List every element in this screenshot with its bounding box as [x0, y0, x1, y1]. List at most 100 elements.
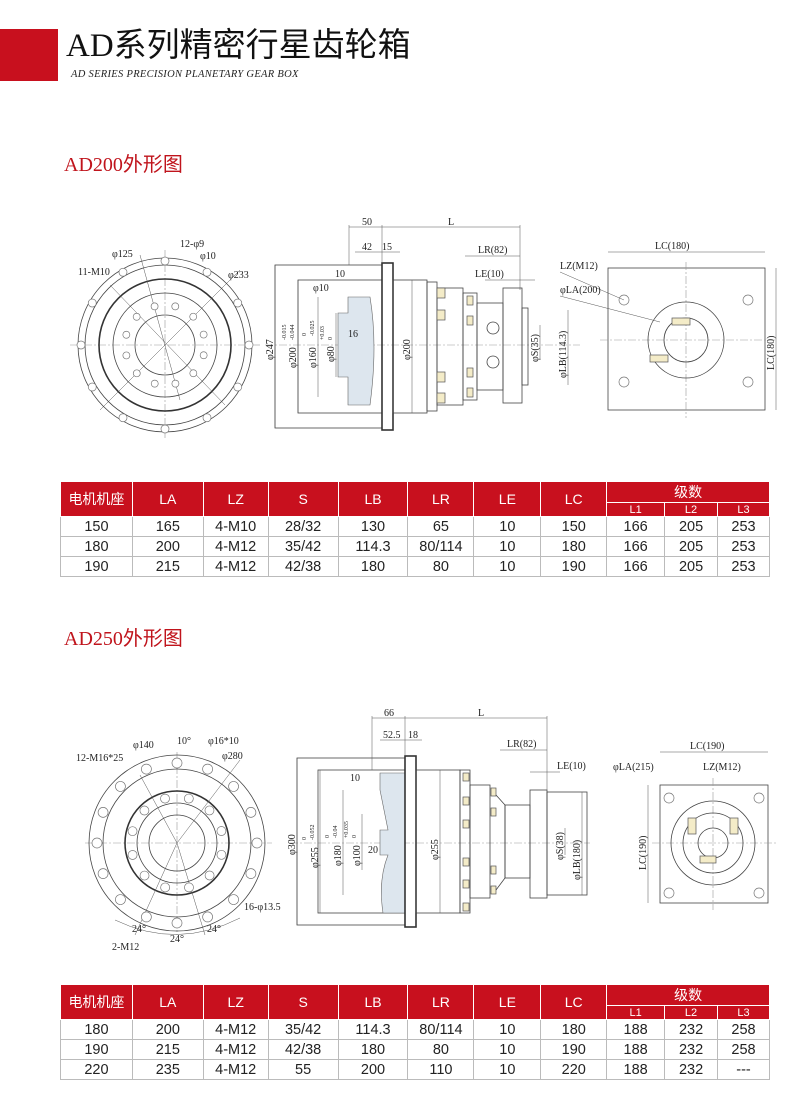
dim-label: 50: [362, 217, 372, 228]
bolt-hole: [189, 369, 198, 378]
table-cell: 232: [664, 1059, 718, 1080]
column-header: LC: [540, 482, 608, 517]
table-cell: 150: [540, 516, 608, 537]
table-cell: 10: [473, 1039, 542, 1060]
bolt-hole: [141, 911, 152, 923]
table-cell: 114.3: [337, 1019, 409, 1040]
tolerance-label: 0: [328, 337, 334, 340]
bolt-hole: [171, 757, 183, 769]
dim-label: LC(180): [766, 336, 777, 370]
dim-label: φ200: [288, 347, 299, 368]
bolt-hole: [171, 302, 180, 311]
table-cell: 258: [717, 1039, 770, 1060]
bolt-hole: [141, 763, 152, 775]
table-cell: 4-M12: [202, 1059, 269, 1080]
dim-label: LZ(M12): [560, 261, 598, 272]
table-cell: 235: [131, 1059, 204, 1080]
bolt-hole: [216, 826, 227, 836]
column-header: LB: [337, 985, 409, 1020]
table-cell: 205: [664, 516, 718, 537]
table-cell: 188: [606, 1019, 666, 1040]
bolt-hole: [183, 793, 194, 804]
bolt-hole: [122, 351, 131, 360]
table-cell: 4-M12: [202, 1019, 269, 1040]
column-header: LZ: [202, 482, 269, 517]
ad200-front-view: [70, 250, 262, 438]
dim-label: 24°: [132, 924, 146, 935]
bolt-hole: [132, 369, 141, 378]
table-cell: 180: [60, 536, 133, 557]
table-cell: 166: [606, 516, 666, 537]
bolt-hole: [132, 312, 141, 321]
table-cell: 166: [606, 556, 666, 577]
bolt-hole: [202, 413, 212, 423]
bolt-hole: [160, 424, 170, 434]
table-cell: 180: [337, 556, 409, 577]
table-cell: 200: [337, 1059, 409, 1080]
table-cell: 42/38: [267, 1039, 339, 1060]
table-cell: 80: [407, 556, 475, 577]
dim-label: 42: [362, 242, 372, 253]
table-cell: 166: [606, 536, 666, 557]
table-cell: ---: [717, 1059, 770, 1080]
dim-label: 2-M12: [112, 942, 139, 953]
table-cell: 190: [60, 1039, 133, 1060]
bolt-hole: [127, 850, 138, 860]
bolt-hole: [199, 330, 208, 339]
bolt-hole: [160, 256, 170, 266]
section-title-ad200: AD200外形图: [64, 154, 183, 176]
tolerance-label: -0.025: [310, 321, 316, 337]
bolt-hole: [115, 781, 126, 792]
dim-label: φ10: [313, 283, 329, 294]
dim-label: φ200: [402, 339, 413, 360]
section-title-ad250: AD250外形图: [64, 628, 183, 650]
dim-label: LR(82): [478, 245, 507, 256]
column-subheader: L1: [606, 502, 666, 517]
ad200-side-view: 50 L 42 15 LR(82) LE(10) 10 φ10 φ247 φ20…: [265, 217, 580, 431]
bolt-hole: [118, 413, 128, 423]
brand-red-block: [0, 29, 58, 81]
tolerance-label: -0.04: [333, 826, 339, 839]
table-cell: 4-M12: [202, 536, 269, 557]
table-cell: 4-M12: [202, 1039, 269, 1060]
bolt-hole: [245, 868, 257, 879]
bolt-hole: [228, 894, 239, 905]
dim-label: 15: [382, 242, 392, 253]
table-cell: 190: [60, 556, 133, 577]
bolt-hole: [150, 302, 159, 311]
column-header: 电机机座: [60, 482, 133, 517]
table-cell: 10: [473, 1019, 542, 1040]
dim-label: 24°: [170, 934, 184, 945]
dim-label: φLB(114.3): [558, 331, 569, 378]
table-cell: 220: [60, 1059, 133, 1080]
table-cell: 4-M10: [202, 516, 269, 537]
dim-label: 16: [348, 329, 358, 340]
column-header: LZ: [202, 985, 269, 1020]
table-cell: 253: [717, 516, 770, 537]
bolt-hole: [228, 781, 239, 792]
dim-label: φ16*10: [208, 736, 239, 747]
bolt-hole: [245, 807, 257, 818]
table-cell: 80: [407, 1039, 475, 1060]
table-cell: 10: [473, 556, 542, 577]
bolt-hole: [202, 763, 213, 775]
column-header: 电机机座: [60, 985, 133, 1020]
table-cell: 205: [664, 536, 718, 557]
column-header: LA: [131, 482, 204, 517]
dim-label: φ233: [228, 270, 249, 281]
bolt-hole: [233, 298, 243, 308]
dim-label: 20: [368, 845, 378, 856]
table-cell: 190: [540, 1039, 608, 1060]
table-cell: 205: [664, 556, 718, 577]
dim-label: LR(82): [507, 739, 536, 750]
column-header: LE: [473, 482, 542, 517]
column-subheader: L2: [664, 1005, 718, 1020]
dim-label: 66: [384, 708, 394, 719]
dim-label: 11-M10: [78, 267, 110, 278]
table-cell: 232: [664, 1039, 718, 1060]
table-cell: 130: [337, 516, 409, 537]
